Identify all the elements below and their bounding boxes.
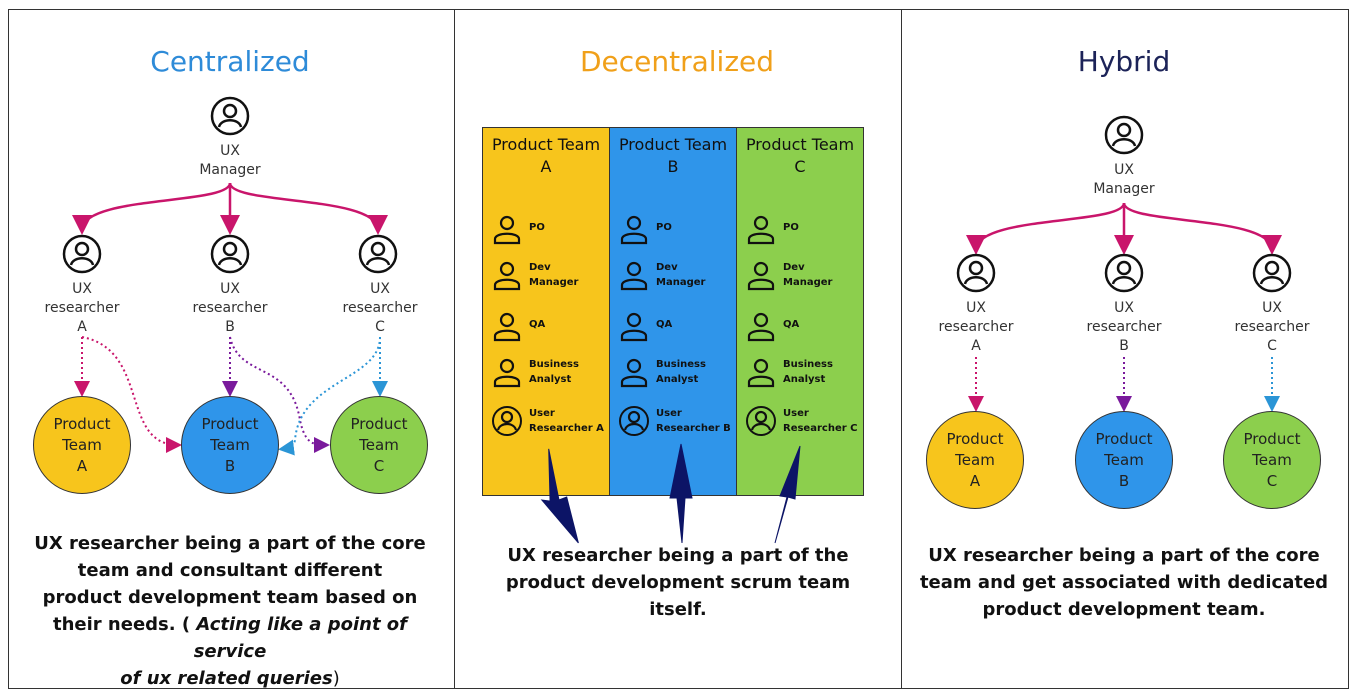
- pointer-arrow-c-shape: [774, 445, 801, 544]
- researcher-c-user-icon: [358, 234, 398, 274]
- user-researcher-icon: [746, 406, 776, 436]
- person-icon: [620, 312, 648, 342]
- role-label: QA: [783, 319, 800, 330]
- person-icon: [493, 261, 521, 291]
- manager-branch-arrow-c: [228, 182, 388, 235]
- hybrid-branch-arrow-a: [966, 202, 1126, 255]
- person-icon: [620, 261, 648, 291]
- decentralized-caption: UX researcher being a part of the produc…: [505, 545, 851, 620]
- role-label: PO: [529, 222, 545, 233]
- dotted-arrow-b-to-c: [229, 336, 330, 453]
- person-icon: [620, 358, 648, 388]
- person-icon: [493, 312, 521, 342]
- centralized-title: Centralized: [150, 45, 310, 78]
- person-icon: [747, 215, 775, 245]
- panel-divider-1: [454, 9, 455, 689]
- centralized-caption: UX researcher being a part of the core t…: [34, 533, 426, 689]
- hybrid-manager-user-icon: [1104, 115, 1144, 155]
- pointer-arrows: [540, 443, 801, 544]
- person-icon: [747, 312, 775, 342]
- manager-branch-arrow-a: [72, 182, 232, 235]
- person-icon: [747, 261, 775, 291]
- person-icon: [493, 358, 521, 388]
- hybrid-researcher-b-user-icon: [1104, 253, 1144, 293]
- pointer-arrow-b-shape: [669, 443, 693, 544]
- hybrid-branch-arrow-c: [1122, 202, 1282, 255]
- hybrid-researcher-a-user-icon: [956, 253, 996, 293]
- person-icon: [747, 358, 775, 388]
- dotted-arrow-c-to-b: [278, 336, 381, 456]
- hybrid-researcher-c-user-icon: [1252, 253, 1292, 293]
- centralized-connectors: [72, 182, 388, 456]
- researcher-b-user-icon: [210, 234, 250, 274]
- manager-user-icon: [210, 96, 250, 136]
- role-label: QA: [529, 319, 546, 330]
- researcher-a-user-icon: [62, 234, 102, 274]
- user-researcher-icon: [492, 406, 522, 436]
- role-label: PO: [656, 222, 672, 233]
- role-label: QA: [656, 319, 673, 330]
- decentralized-title: Decentralized: [579, 45, 775, 78]
- pointer-arrow-a-shape: [540, 448, 579, 544]
- diagram-frame: [8, 9, 1349, 689]
- hybrid-connectors: [966, 202, 1282, 412]
- role-label: PO: [783, 222, 799, 233]
- dotted-arrow-a-to-b: [81, 336, 182, 453]
- panel-divider-2: [901, 9, 902, 689]
- user-researcher-icon: [619, 406, 649, 436]
- hybrid-title: Hybrid: [1077, 45, 1171, 78]
- person-icon: [493, 215, 521, 245]
- person-icon: [620, 215, 648, 245]
- hybrid-caption: UX researcher being a part of the core t…: [919, 545, 1329, 620]
